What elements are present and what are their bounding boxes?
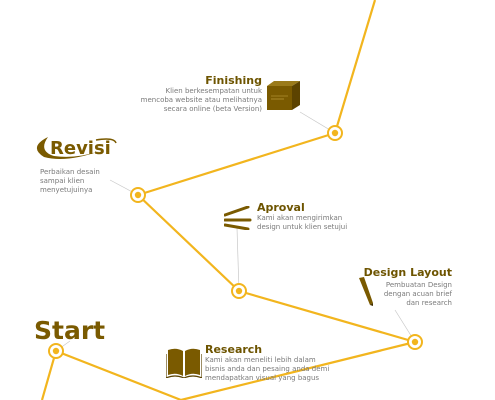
node-finishing bbox=[327, 125, 343, 141]
open-book-icon bbox=[165, 346, 203, 382]
timeline-nodes bbox=[48, 125, 423, 359]
box-icon bbox=[264, 80, 304, 116]
revisi-title: Revisi bbox=[50, 138, 111, 159]
connector-aproval bbox=[236, 227, 240, 292]
design-layout-title: Design Layout bbox=[363, 266, 452, 279]
node-design-layout bbox=[407, 334, 423, 350]
aproval-title: Aproval bbox=[257, 201, 305, 214]
start-label: Start bbox=[34, 316, 106, 345]
node-revisi bbox=[130, 187, 146, 203]
pencil-icon bbox=[356, 276, 376, 310]
send-lines-icon bbox=[223, 205, 254, 234]
path-start-research bbox=[40, 349, 182, 400]
revisi-description: Perbaikan desain sampai klien menyetujui… bbox=[40, 168, 100, 194]
design-layout-description: Pembuatan Design dengan acuan brief dan … bbox=[383, 281, 452, 307]
finishing-title: Finishing bbox=[205, 74, 262, 87]
node-aproval bbox=[231, 283, 247, 299]
node-start bbox=[48, 343, 64, 359]
swoosh-icon bbox=[36, 133, 118, 167]
aproval-description: Kami akan mengirimkan design untuk klien… bbox=[257, 214, 348, 231]
research-description: Kami akan meneliti lebih dalam bisnis an… bbox=[205, 356, 330, 382]
path-main bbox=[136, 0, 417, 400]
finishing-description: Klien berkesempatan untuk mencoba websit… bbox=[140, 87, 262, 113]
research-title: Research bbox=[205, 343, 263, 356]
